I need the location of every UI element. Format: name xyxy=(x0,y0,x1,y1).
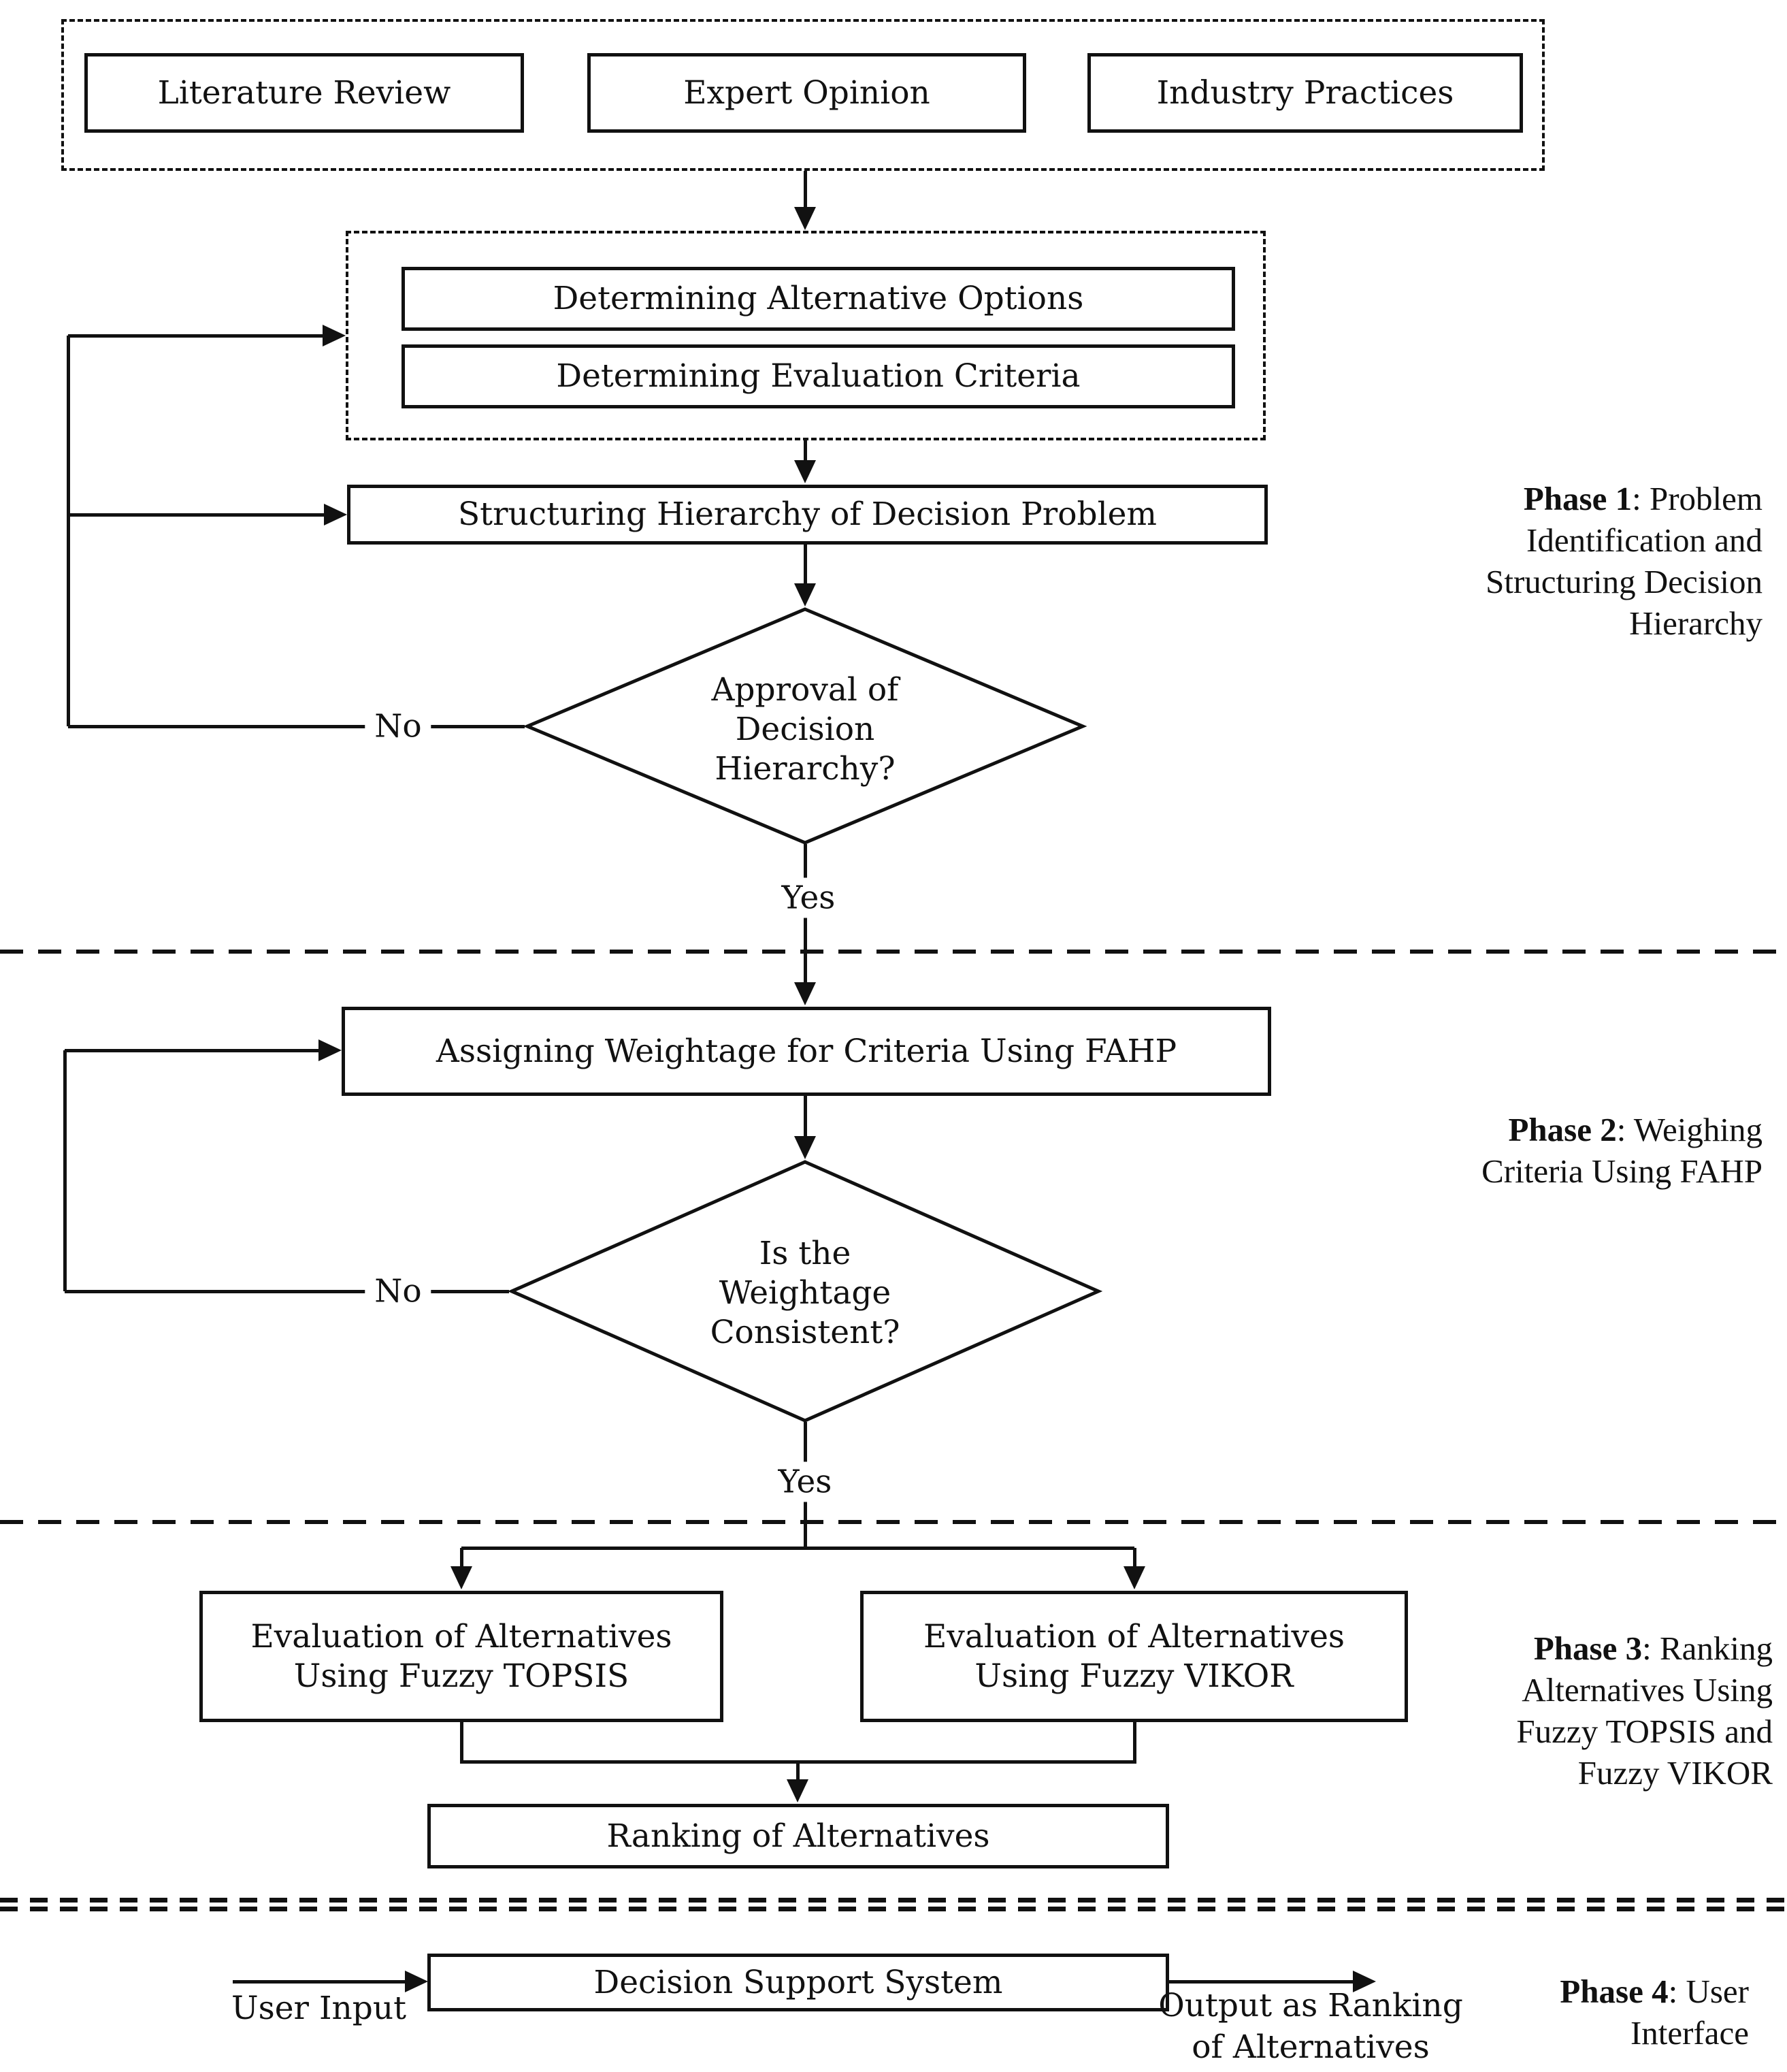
ranking-label: Ranking of Alternatives xyxy=(606,1817,990,1855)
determining-dashed-container xyxy=(346,231,1266,440)
literature-review-box: Literature Review xyxy=(84,53,524,133)
flow-line-sources-to-determining xyxy=(804,171,807,209)
no2-line xyxy=(65,1290,509,1293)
no2-label: No xyxy=(365,1271,431,1312)
approval-decision-diamond xyxy=(523,607,1087,845)
yes2-label: Yes xyxy=(768,1461,842,1502)
structuring-label: Structuring Hierarchy of Decision Proble… xyxy=(457,496,1157,533)
determining-options-label: Determining Alternative Options xyxy=(553,280,1084,317)
flow-line-structuring-to-approval xyxy=(804,545,807,585)
determining-criteria-box: Determining Evaluation Criteria xyxy=(401,344,1235,408)
phase4-label: Phase 4: User Interface xyxy=(1560,1973,1749,2052)
dss-box: Decision Support System xyxy=(427,1954,1169,2011)
industry-practices-label: Industry Practices xyxy=(1156,74,1454,112)
phase3-label: Phase 3: Ranking Alternatives Using Fuzz… xyxy=(1516,1630,1773,1792)
phase1-label: Phase 1: Problem Identification and Stru… xyxy=(1486,480,1763,642)
arrowhead-user-input-to-dss xyxy=(405,1971,428,1992)
industry-practices-box: Industry Practices xyxy=(1087,53,1523,133)
arrowhead-to-vikor xyxy=(1124,1566,1145,1589)
join-stem-topsis xyxy=(460,1722,463,1764)
arrowhead-no1-to-determining xyxy=(323,325,346,346)
join-bar xyxy=(461,1760,1134,1764)
vikor-evaluation-label: Evaluation of Alternatives Using Fuzzy V… xyxy=(923,1617,1345,1695)
no2-feedback-vertical xyxy=(63,1050,67,1291)
no1-arrow-to-structuring xyxy=(68,513,324,517)
expert-opinion-box: Expert Opinion xyxy=(587,53,1026,133)
no2-arrow-to-assigning xyxy=(65,1049,318,1052)
arrowhead-no1-to-structuring xyxy=(324,504,347,525)
phase2-label: Phase 2: Weighing Criteria Using FAHP xyxy=(1481,1111,1763,1190)
ranking-box: Ranking of Alternatives xyxy=(427,1804,1169,1868)
output-arrow-line xyxy=(1169,1980,1354,1984)
assigning-weightage-label: Assigning Weightage for Criteria Using F… xyxy=(436,1032,1177,1070)
arrowhead-assigning-to-consistency xyxy=(794,1136,816,1159)
split-stem-topsis xyxy=(460,1548,463,1570)
arrowhead-join-to-ranking xyxy=(787,1779,808,1802)
no1-arrow-to-determining xyxy=(68,334,323,338)
user-input-arrow-line xyxy=(233,1980,407,1984)
yes1-label: Yes xyxy=(772,877,845,918)
arrowhead-yes1-to-assigning xyxy=(794,982,816,1005)
arrowhead-dss-to-output xyxy=(1353,1971,1376,1992)
no1-line xyxy=(68,725,525,728)
user-input-label: User Input xyxy=(231,1990,407,2027)
dss-label: Decision Support System xyxy=(593,1963,1003,2001)
no1-feedback-vertical xyxy=(67,336,70,726)
phase1-phase2-separator xyxy=(0,950,1787,954)
phase3-phase4-separator-top xyxy=(0,1898,1787,1903)
no1-label: No xyxy=(365,706,431,747)
consistency-decision-diamond xyxy=(507,1160,1103,1423)
approval-decision-text: Approval of Decision Hierarchy? xyxy=(711,671,899,788)
determining-criteria-label: Determining Evaluation Criteria xyxy=(556,357,1081,395)
determining-options-box: Determining Alternative Options xyxy=(401,267,1235,331)
arrowhead-no2-to-assigning xyxy=(318,1039,342,1061)
sources-dashed-container xyxy=(61,19,1545,171)
topsis-evaluation-box: Evaluation of Alternatives Using Fuzzy T… xyxy=(199,1591,723,1722)
phase3-phase4-separator-bottom xyxy=(0,1907,1787,1911)
assigning-weightage-box: Assigning Weightage for Criteria Using F… xyxy=(342,1007,1271,1096)
arrowhead-to-topsis xyxy=(450,1566,472,1589)
expert-opinion-label: Expert Opinion xyxy=(683,74,930,112)
topsis-evaluation-label: Evaluation of Alternatives Using Fuzzy T… xyxy=(250,1617,672,1695)
arrowhead-sources-to-determining xyxy=(794,207,816,230)
flow-line-assigning-to-consistency xyxy=(804,1096,807,1138)
literature-review-label: Literature Review xyxy=(157,74,451,112)
flow-line-determining-to-structuring xyxy=(804,440,807,462)
split-bar xyxy=(461,1547,1134,1550)
output-label: Output as Ranking of Alternatives xyxy=(1158,1987,1463,2066)
arrowhead-determining-to-structuring xyxy=(794,460,816,483)
arrowhead-structuring-to-approval xyxy=(794,583,816,606)
flow-line-join-to-ranking xyxy=(796,1762,800,1781)
vikor-evaluation-box: Evaluation of Alternatives Using Fuzzy V… xyxy=(860,1591,1408,1722)
split-stem-vikor xyxy=(1133,1548,1136,1570)
phase2-phase3-separator xyxy=(0,1520,1787,1524)
join-stem-vikor xyxy=(1133,1722,1136,1764)
structuring-box: Structuring Hierarchy of Decision Proble… xyxy=(347,485,1268,545)
consistency-decision-text: Is the Weightage Consistent? xyxy=(710,1235,900,1351)
